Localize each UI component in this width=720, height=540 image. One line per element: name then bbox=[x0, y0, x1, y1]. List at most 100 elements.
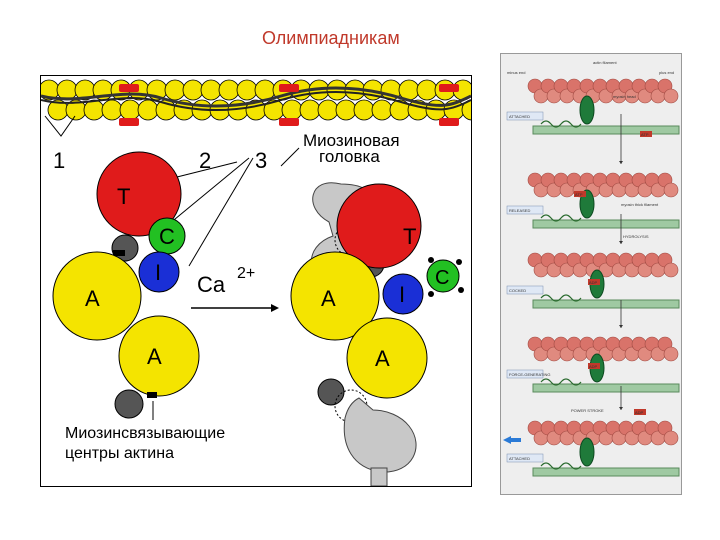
actin-bead bbox=[236, 79, 258, 101]
cycle-actin-bead bbox=[663, 262, 679, 278]
myosin-tail bbox=[540, 294, 582, 302]
label-I-left: I bbox=[155, 260, 161, 285]
label-1-bracket bbox=[44, 115, 76, 137]
adp-label-badge bbox=[588, 279, 600, 285]
troponin-mechanism-diagram: 1 2 3 Миозиновая головка T C I A A Ca 2+ bbox=[40, 75, 472, 487]
label-T-right: T bbox=[403, 224, 416, 249]
stage-label: FORCE-GENERATING bbox=[509, 372, 550, 377]
calcium-ion bbox=[428, 291, 434, 297]
myosin-head-bottom bbox=[343, 397, 417, 473]
label-1: 1 bbox=[53, 148, 65, 173]
actin-bead bbox=[56, 79, 78, 101]
thick-filament bbox=[532, 125, 680, 135]
tropomyosin-strand bbox=[41, 86, 471, 108]
binding-sites-caption-line1: Миозинсвязывающие bbox=[65, 425, 225, 442]
actin-bead bbox=[119, 99, 141, 121]
label-A-right-big: A bbox=[321, 286, 336, 311]
thick-filament bbox=[532, 299, 680, 309]
binding-sites-caption-line2: центры актина bbox=[65, 445, 174, 462]
label-A-left-big: A bbox=[85, 286, 100, 311]
cycle-actin-bead bbox=[663, 430, 679, 446]
label-power-stroke: POWER STROKE bbox=[571, 408, 604, 413]
troponin-marker bbox=[279, 84, 299, 92]
troponin-marker bbox=[279, 118, 299, 126]
actin-A-left-bottom bbox=[118, 315, 200, 397]
actin-bead bbox=[335, 99, 357, 121]
actin-bead bbox=[101, 99, 123, 121]
label-myosin-head: myosin head bbox=[613, 94, 636, 99]
label-2: 2 bbox=[199, 148, 211, 173]
myosin-head-icon bbox=[579, 437, 595, 467]
stage-label-box bbox=[506, 453, 544, 463]
actin-bead bbox=[83, 99, 105, 121]
adp-label: ADP bbox=[589, 364, 598, 369]
myosin-neck bbox=[370, 467, 388, 486]
label-C-right: C bbox=[435, 267, 449, 289]
cycle-stages: ATTACHEDRELEASEDCOCKEDFORCE-GENERATINGAT… bbox=[503, 78, 680, 477]
stage-label-box bbox=[506, 285, 544, 295]
actin-bead bbox=[326, 79, 348, 101]
label-I-right: I bbox=[399, 282, 405, 307]
myosin-tail bbox=[540, 378, 582, 386]
cycle-canvas: minus end actin filament plus end ATTACH… bbox=[503, 60, 680, 477]
troponin-marker bbox=[119, 118, 139, 126]
actin-bead bbox=[218, 79, 240, 101]
label-A-left-bottom: A bbox=[147, 344, 162, 369]
troponin-I-right bbox=[382, 273, 424, 315]
label-A-right-bottom: A bbox=[375, 346, 390, 371]
troponin-C-right bbox=[426, 259, 460, 293]
calcium-ion bbox=[428, 257, 434, 263]
actin-bead bbox=[317, 99, 339, 121]
cycle-actin-bead bbox=[663, 182, 679, 198]
cycle-actin-bead bbox=[663, 346, 679, 362]
arrowhead bbox=[619, 325, 623, 328]
actin-bead bbox=[200, 79, 222, 101]
actin-bead bbox=[137, 99, 159, 121]
actin-bead bbox=[353, 99, 375, 121]
actin-bead bbox=[416, 79, 438, 101]
myosin-head-icon bbox=[579, 95, 595, 125]
atp-label-badge bbox=[574, 191, 586, 197]
stage-label-box bbox=[506, 369, 544, 379]
atp-label-badge bbox=[640, 131, 652, 137]
actin-bead bbox=[281, 99, 303, 121]
label-plus-end: plus end bbox=[659, 70, 674, 75]
crossbridge-cycle-panel: minus end actin filament plus end ATTACH… bbox=[500, 53, 682, 495]
myosin-head-label-line1: Миозиновая bbox=[303, 131, 400, 150]
actin-bead bbox=[299, 99, 321, 121]
atp-label: ATP bbox=[575, 192, 583, 197]
troponin-marker bbox=[439, 84, 459, 92]
calcium-ion bbox=[456, 259, 462, 265]
adp-label-badge bbox=[588, 363, 600, 369]
pointer-line bbox=[280, 147, 300, 167]
stage-label: ATTACHED bbox=[509, 456, 530, 461]
adp-label: ADP bbox=[589, 280, 598, 285]
calcium-label: Ca bbox=[197, 272, 226, 297]
actin-bead bbox=[371, 99, 393, 121]
adp-label: ADP bbox=[635, 410, 644, 415]
binding-site-ball bbox=[317, 378, 345, 406]
binding-site-ball bbox=[114, 389, 144, 419]
label-T-left: T bbox=[117, 184, 130, 209]
adp-label-badge bbox=[634, 409, 646, 415]
thick-filament bbox=[532, 383, 680, 393]
label-thick-filament: myosin thick filament bbox=[621, 202, 659, 207]
stage-label: ATTACHED bbox=[509, 114, 530, 119]
label-hydrolysis: HYDROLYSIS bbox=[623, 234, 649, 239]
arrowhead bbox=[619, 241, 623, 244]
thick-filament bbox=[532, 467, 680, 477]
pointer-line bbox=[168, 157, 250, 225]
myosin-tail bbox=[540, 120, 582, 128]
calcium-superscript: 2+ bbox=[237, 265, 255, 282]
arrowhead bbox=[271, 304, 279, 312]
troponin-I-left bbox=[138, 251, 180, 293]
actin-bead bbox=[182, 79, 204, 101]
arrowhead bbox=[619, 407, 623, 410]
label-C-left: C bbox=[159, 224, 175, 249]
page-title: Олимпиадникам bbox=[262, 28, 400, 48]
diagram-canvas: 1 2 3 Миозиновая головка T C I A A Ca 2+ bbox=[41, 79, 471, 486]
movement-arrow-icon bbox=[503, 436, 511, 444]
calcium-ion bbox=[458, 287, 464, 293]
thick-filament bbox=[532, 219, 680, 229]
actin-A-right-big bbox=[290, 251, 380, 341]
